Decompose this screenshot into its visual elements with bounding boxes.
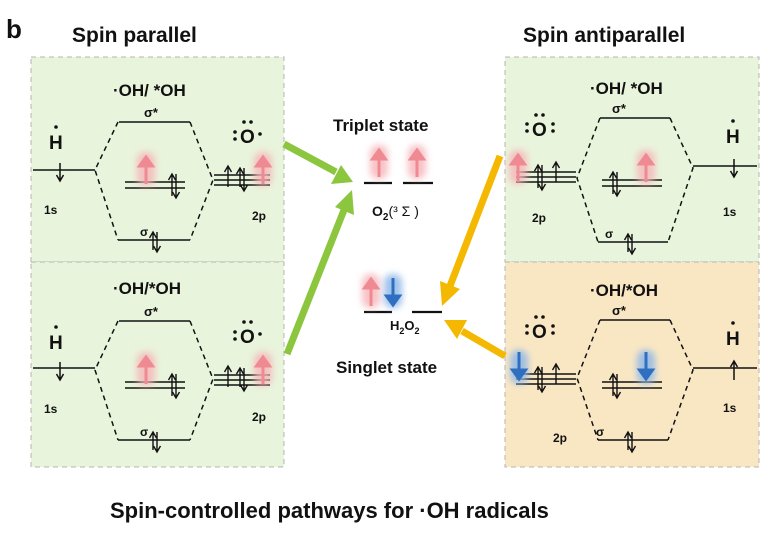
- spin-arrow-pink: [136, 152, 156, 186]
- pathway-arrow-orange: [444, 320, 507, 360]
- o-atom: O: [532, 322, 547, 343]
- spin-arrow-pink: [407, 145, 427, 179]
- h-orbital-label: 1s: [723, 205, 737, 219]
- sigma-star-label: σ*: [612, 101, 627, 116]
- h-atom: H: [49, 333, 63, 354]
- o-orbital-label: 2p: [252, 410, 266, 424]
- h-atom: H: [726, 127, 740, 148]
- o-atom: O: [532, 120, 547, 141]
- panel-title: ·OH/*OH: [113, 279, 181, 298]
- o-atom: O: [240, 327, 255, 348]
- spin-arrow-pink: [508, 150, 528, 184]
- mo-bottom-right: ·OH/*OH σ* σ H 1s O 2p: [516, 281, 757, 454]
- sigma-label: σ: [605, 227, 613, 241]
- sigma-label: σ: [140, 425, 148, 439]
- mo-bottom-left: ·OH/*OH σ* σ H 1s O 2p: [33, 279, 270, 454]
- panel-title: ·OH/*OH: [590, 281, 658, 300]
- spin-arrow-blue: [509, 350, 529, 384]
- panel-letter: b: [6, 14, 22, 44]
- pathway-arrow-green: [283, 190, 354, 356]
- pathway-arrow-orange: [440, 154, 504, 306]
- panel-top-right: [504, 56, 760, 263]
- o2-triplet-label: O2(³ Σ ): [372, 203, 419, 223]
- panel-title: ·OH/ *OH: [113, 81, 186, 100]
- heading-spin-parallel: Spin parallel: [72, 24, 197, 47]
- spin-arrow-blue: [636, 350, 656, 384]
- h2o2-label: H2O2: [390, 318, 420, 336]
- figure-caption: Spin-controlled pathways for ·OH radical…: [110, 498, 549, 523]
- spin-arrow-pink: [636, 150, 656, 184]
- h-orbital-label: 1s: [44, 203, 58, 217]
- heading-spin-antiparallel: Spin antiparallel: [523, 24, 685, 47]
- h-atom: H: [726, 329, 740, 350]
- h-atom: H: [49, 133, 63, 154]
- h-orbital-label: 1s: [723, 401, 737, 415]
- spin-arrow-pink: [136, 352, 156, 386]
- sigma-star-label: σ*: [144, 304, 159, 319]
- spin-arrow-pink: [369, 145, 389, 179]
- sigma-label: σ: [596, 425, 604, 439]
- pathway-arrow-green: [282, 140, 353, 184]
- o-atom: O: [240, 127, 255, 148]
- spin-arrow-blue: [383, 274, 403, 308]
- o-orbital-label: 2p: [553, 431, 567, 445]
- o-orbital-label: 2p: [532, 211, 546, 225]
- singlet-state-label: Singlet state: [336, 358, 437, 377]
- mo-top-right: ·OH/ *OH σ* σ H 1s O 2p: [516, 79, 757, 256]
- panel-top-left: [30, 56, 285, 263]
- spin-arrow-pink: [253, 152, 273, 186]
- spin-arrow-pink: [361, 274, 381, 308]
- triplet-state-label: Triplet state: [333, 116, 428, 135]
- spin-arrow-pink: [253, 352, 273, 386]
- sigma-label: σ: [140, 225, 148, 239]
- h-orbital-label: 1s: [44, 402, 58, 416]
- o-orbital-label: 2p: [252, 209, 266, 223]
- sigma-star-label: σ*: [144, 105, 159, 120]
- sigma-star-label: σ*: [612, 303, 627, 318]
- panel-title: ·OH/ *OH: [590, 79, 663, 98]
